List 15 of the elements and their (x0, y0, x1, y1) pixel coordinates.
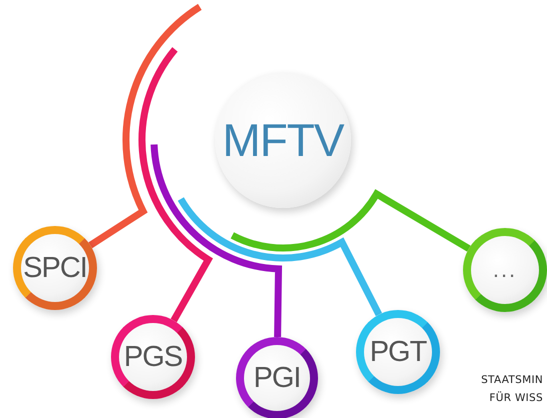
node-label: PGT (370, 338, 426, 366)
circle-node (463, 228, 547, 312)
connector-line (178, 197, 382, 316)
institution-text: FÜR WISS (489, 392, 543, 404)
connector-line (88, 4, 202, 248)
node-label: MFTV (222, 117, 344, 163)
connector-line (230, 190, 471, 252)
circle-node (111, 315, 195, 399)
node-label: ... (492, 259, 518, 281)
connector-line (138, 47, 212, 322)
institution-text: STAATSMIN (481, 374, 543, 386)
connector-line (150, 144, 282, 338)
node-label: SPCI (23, 254, 87, 282)
node-label: PGI (254, 364, 300, 392)
node-label: PGS (124, 342, 182, 372)
